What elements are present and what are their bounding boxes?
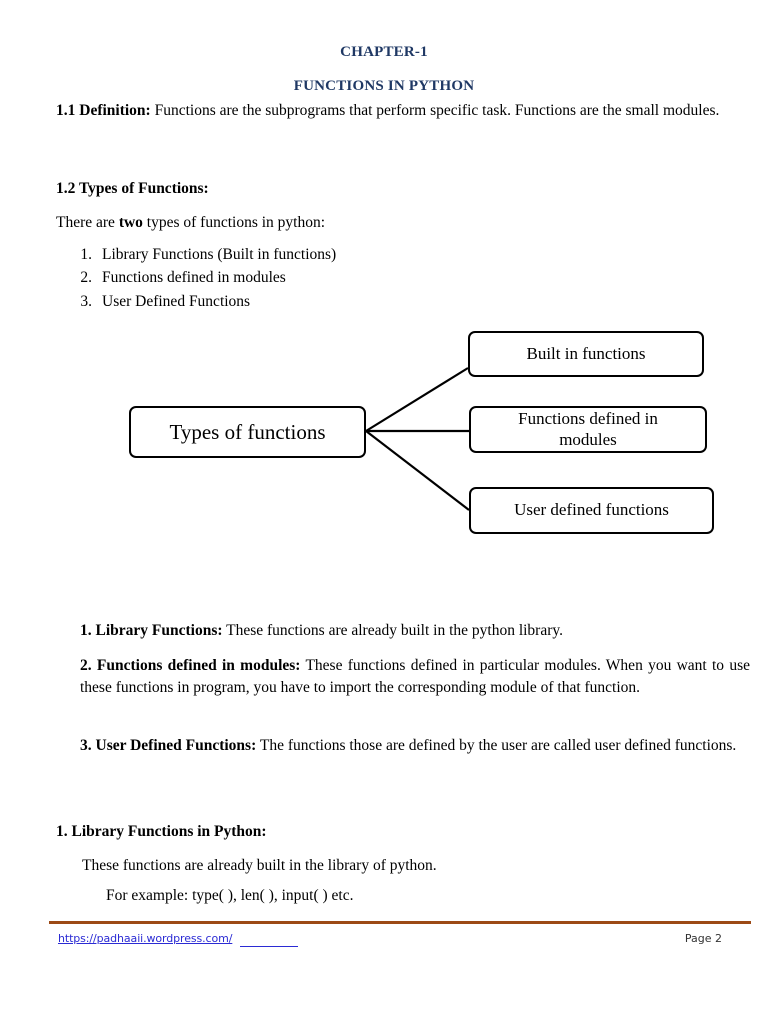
footer-url-link[interactable]: https://padhaaii.wordpress.com/ — [58, 932, 233, 945]
list-item-label: Functions defined in modules — [102, 269, 286, 287]
library-functions-text: These functions are already built in the… — [222, 622, 564, 639]
diagram-node-user-defined-functions: User defined functions — [469, 487, 714, 534]
list-item-marker: 3. — [80, 292, 92, 310]
list-item-marker: 1. — [80, 246, 92, 263]
chapter-title: CHAPTER-1 — [340, 44, 428, 60]
diagram-node-modules-label-line2: modules — [559, 429, 617, 449]
list-item-label: Library Functions (Built in functions) — [102, 246, 337, 263]
footer-divider — [49, 921, 751, 924]
footer-underline-tail — [240, 946, 298, 947]
list-item: 1. Library Functions (Built in functions… — [76, 243, 496, 266]
modules-functions-label: 2. Functions defined in modules: — [80, 657, 301, 674]
types-intro-pre: There are — [56, 214, 119, 231]
types-heading: 1.2 Types of Functions: — [56, 180, 209, 197]
definition-text: Functions are the subprograms that perfo… — [150, 102, 720, 119]
diagram-node-built-in-functions: Built in functions — [468, 331, 704, 377]
library-in-python-line1: These functions are already built in the… — [82, 857, 437, 874]
user-defined-functions-text: The functions those are defined by the u… — [256, 737, 737, 754]
list-item-label: User Defined Functions — [102, 292, 251, 310]
user-defined-functions-label: 3. User Defined Functions: — [80, 737, 257, 754]
document-title: FUNCTIONS IN PYTHON — [293, 78, 475, 94]
library-functions-paragraph: 1. Library Functions: These functions ar… — [80, 620, 750, 642]
modules-functions-text: These functions defined in particular mo… — [80, 657, 750, 697]
connector-line-user-defined — [365, 430, 470, 511]
list-item: 3. User Defined Functions — [76, 290, 496, 313]
types-list: 1. Library Functions (Built in functions… — [76, 243, 496, 313]
library-in-python-heading: 1. Library Functions in Python: — [56, 823, 267, 840]
types-intro-post: types of functions in python: — [142, 214, 326, 231]
diagram-node-user-defined-label: User defined functions — [514, 500, 669, 520]
connector-line-built-in — [365, 367, 469, 432]
types-intro-paragraph: There are two types of functions in pyth… — [56, 212, 750, 234]
types-of-functions-diagram: Types of functions Built in functions Fu… — [0, 320, 768, 550]
definition-label: 1.1 Definition: — [56, 102, 151, 119]
page-number: Page 2 — [684, 932, 722, 945]
library-functions-label: 1. Library Functions: — [80, 622, 223, 639]
diagram-node-modules-label-line1: Functions defined in — [518, 409, 658, 429]
modules-functions-paragraph: 2. Functions defined in modules: These f… — [80, 655, 750, 700]
diagram-node-root-label: Types of functions — [169, 419, 326, 444]
types-intro-bold: two — [118, 214, 143, 231]
diagram-node-root: Types of functions — [129, 406, 366, 458]
user-defined-functions-paragraph: 3. User Defined Functions: The functions… — [80, 735, 750, 757]
diagram-node-built-in-label: Built in functions — [526, 343, 646, 363]
library-in-python-line2: For example: type( ), len( ), input( ) e… — [106, 887, 354, 904]
list-item-marker: 2. — [80, 269, 92, 287]
list-item: 2. Functions defined in modules — [76, 266, 496, 289]
diagram-connector-lines — [365, 367, 470, 511]
definition-paragraph: 1.1 Definition: Functions are the subpro… — [56, 100, 750, 122]
